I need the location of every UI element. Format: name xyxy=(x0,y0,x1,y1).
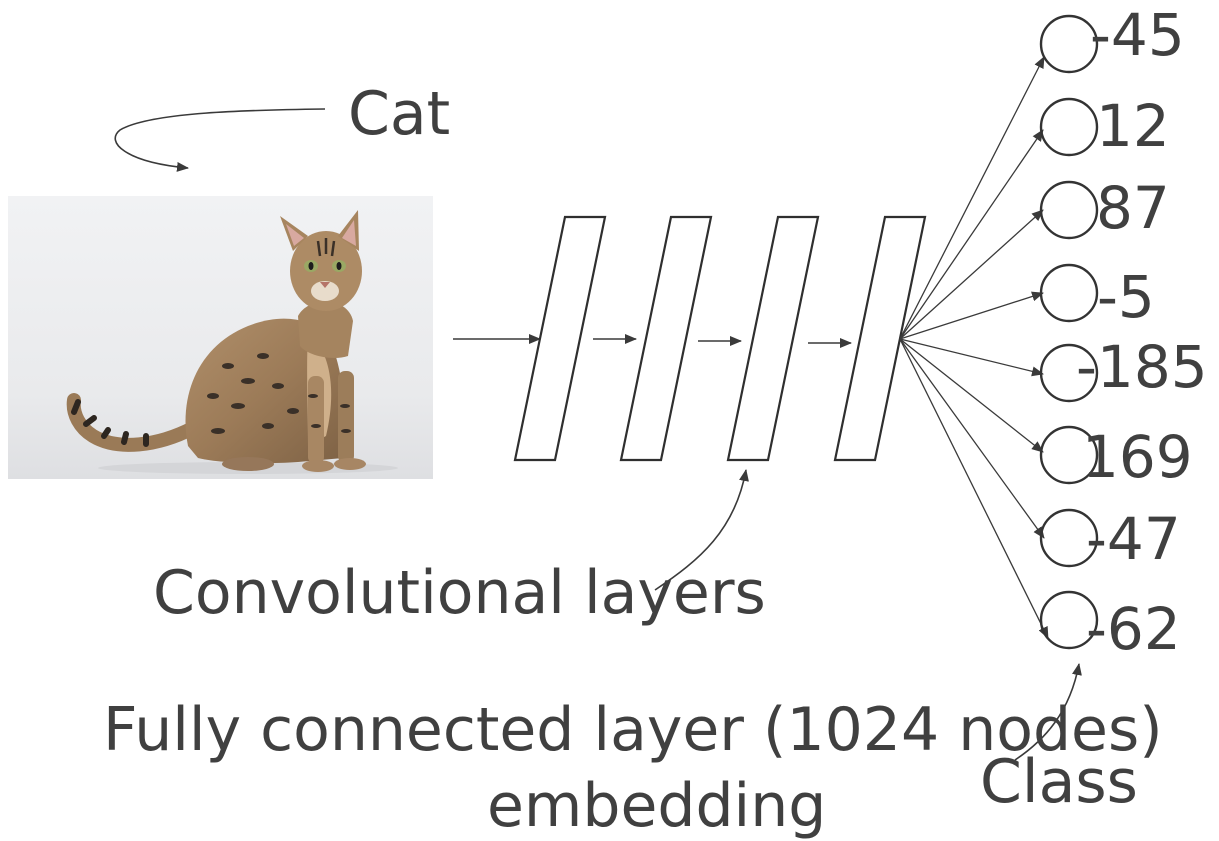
output-node-5 xyxy=(1039,343,1099,403)
fc-arrow-1 xyxy=(899,56,1045,340)
conv-layer-3 xyxy=(726,215,820,462)
conv-layers xyxy=(513,215,927,462)
output-nodes xyxy=(1039,14,1099,650)
cat-label-arrow xyxy=(114,108,326,172)
fc-label-line2: embedding xyxy=(487,771,827,841)
output-node-4 xyxy=(1039,263,1099,323)
conv-layer-1 xyxy=(513,215,607,462)
conv-label-arrow xyxy=(654,469,749,591)
fc-arrow-3 xyxy=(899,209,1044,340)
output-value-3: 87 xyxy=(1096,174,1170,242)
output-node-6 xyxy=(1039,425,1099,485)
fc-arrows xyxy=(899,56,1049,639)
output-value-4: -5 xyxy=(1097,263,1155,331)
output-node-7 xyxy=(1039,508,1099,568)
output-value-1: -45 xyxy=(1090,1,1185,69)
output-node-3 xyxy=(1039,180,1099,240)
output-value-2: 12 xyxy=(1096,92,1170,160)
class-label: Class xyxy=(980,747,1138,817)
output-node-8 xyxy=(1039,590,1099,650)
conv-layer-2 xyxy=(619,215,713,462)
output-value-8: -62 xyxy=(1086,595,1181,663)
fc-arrow-6 xyxy=(899,338,1044,453)
fc-arrow-4 xyxy=(899,291,1044,340)
fc-arrow-2 xyxy=(899,129,1044,340)
conv-label: Convolutional layers xyxy=(153,558,766,628)
output-value-5: -185 xyxy=(1076,333,1208,401)
bottom-label-area: Fully connected layer (1024 nodes) embed… xyxy=(0,680,1163,841)
output-value-7: -47 xyxy=(1086,505,1181,573)
output-node-1 xyxy=(1039,14,1099,74)
cat-label: Cat xyxy=(348,79,451,149)
output-node-2 xyxy=(1039,97,1099,157)
class-label-arrow xyxy=(1014,663,1082,761)
output-value-6: 169 xyxy=(1082,423,1193,491)
fc-label-line1: Fully connected layer (1024 nodes) xyxy=(103,695,1163,765)
fc-arrow-8 xyxy=(899,338,1049,639)
fc-arrow-7 xyxy=(899,338,1045,539)
conv-layer-4 xyxy=(833,215,927,462)
cat-photo xyxy=(8,196,433,479)
fc-arrow-5 xyxy=(899,338,1044,377)
